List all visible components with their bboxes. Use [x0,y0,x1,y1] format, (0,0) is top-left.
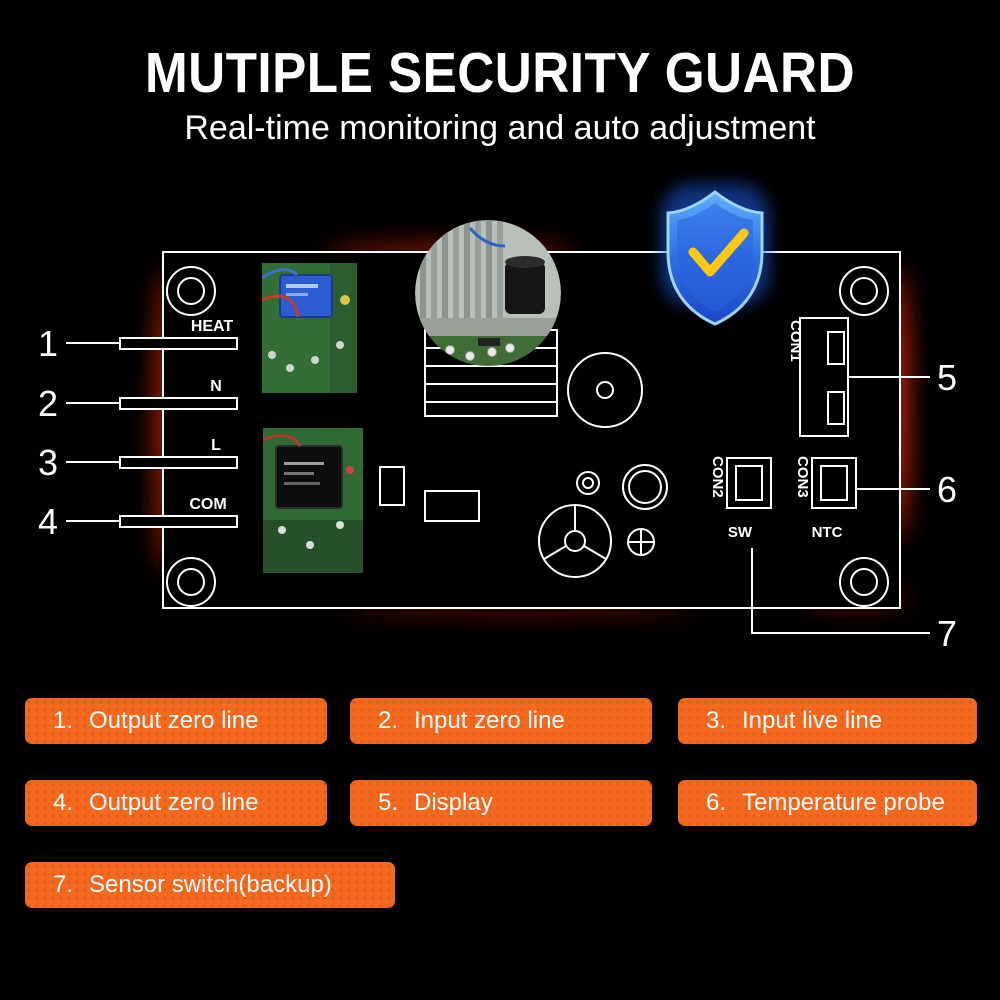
legend-item-7: 7. Sensor switch(backup) [25,862,395,908]
pcb-photo-inset-relay-top [262,263,357,393]
crosshair-screw [627,528,655,556]
callout-5: 5 [937,357,957,398]
legend-label-6: Temperature probe [742,789,945,816]
legend-label-3: Input live line [742,707,883,734]
connector-con3-ntc: CON3 NTC [794,456,857,541]
connector-con2-sw: CON2 SW [709,456,772,541]
legend-label-1: Output zero line [89,707,259,734]
label-sw: SW [728,524,753,541]
legend-label-2: Input zero line [414,707,565,734]
legend-num-1: 1. [53,707,74,734]
legend-num-6: 6. [706,789,727,816]
legend-label-5: Display [414,789,493,816]
legend-num-4: 4. [53,789,74,816]
pin-label-n: N [210,378,222,395]
legend-label-4: Output zero line [89,789,259,816]
label-ntc: NTC [812,524,843,541]
pin-label-l: L [211,437,221,454]
legend-item-3: 3. Input live line [678,698,977,744]
right-callout-lines [751,376,930,634]
page-title: MUTIPLE SECURITY GUARD [144,41,856,105]
legend-num-3: 3. [706,707,727,734]
page-subtitle: Real-time monitoring and auto adjustment [184,109,816,147]
callout-2: 2 [38,383,58,424]
legend-item-4: 4. Output zero line [25,780,327,826]
security-shield-check-icon [661,184,769,326]
callout-4: 4 [38,501,58,542]
pin-label-heat: HEAT [191,318,234,335]
callout-6: 6 [937,469,957,510]
label-con3: CON3 [794,456,811,498]
legend-item-6: 6. Temperature probe [678,780,977,826]
callout-3: 3 [38,442,58,483]
legend-item-1: 1. Output zero line [25,698,327,744]
callout-7: 7 [937,613,957,654]
left-terminal-tabs [119,337,238,528]
pin-label-com: COM [189,496,226,513]
legend-item-2: 2. Input zero line [350,698,652,744]
label-con2: CON2 [709,456,726,498]
legend-item-5: 5. Display [350,780,652,826]
legend-num-5: 5. [378,789,399,816]
left-callout-lines [66,342,120,522]
small-components [379,464,668,522]
legend-label-7: Sensor switch(backup) [89,871,332,898]
legend-num-2: 2. [378,707,399,734]
fan-component [538,504,612,578]
circuit-board-diagram: HEAT N L COM 1 2 3 4 [38,184,957,654]
mounting-holes [166,266,889,607]
buzzer [567,352,643,428]
callout-1: 1 [38,323,58,364]
legend-num-7: 7. [53,871,74,898]
pcb-photo-inset-relay-bottom [263,428,363,573]
